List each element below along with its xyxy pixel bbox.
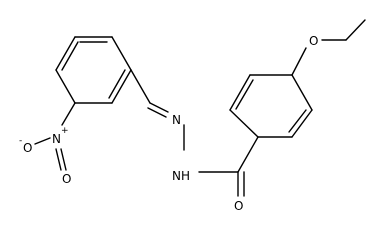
nitro-group <box>34 102 76 171</box>
bond <box>229 109 259 138</box>
nitrophenyl-ring <box>55 36 132 104</box>
charge-plus: + <box>61 126 69 136</box>
bond <box>55 36 76 71</box>
bond-inner <box>61 41 79 71</box>
atom-label-carbonyl-o: O <box>234 199 243 213</box>
atom-labels: O N + O - O N NH O <box>19 34 318 213</box>
atom-label-amide-nh: NH <box>172 169 190 183</box>
ethoxyphenyl-ring <box>229 74 313 138</box>
bond <box>111 36 132 71</box>
bond <box>61 102 76 126</box>
bond <box>291 109 313 138</box>
bond <box>111 69 132 104</box>
hydrazone-linker <box>130 69 259 197</box>
bond-double <box>60 148 67 171</box>
bond-double <box>149 102 169 113</box>
charge-minus: - <box>19 136 22 146</box>
bond <box>291 47 307 76</box>
bond-inner <box>235 79 254 110</box>
bond <box>130 69 151 104</box>
bond <box>291 74 313 111</box>
bond <box>345 19 366 41</box>
ethoxy-group <box>291 19 366 76</box>
bond <box>55 69 76 104</box>
bond <box>229 74 251 111</box>
bond-double <box>147 107 167 118</box>
bond <box>237 136 259 173</box>
atom-label-hydrazone-n: N <box>172 113 181 127</box>
bond <box>34 137 51 145</box>
bond-double <box>55 148 62 171</box>
molecule-drawing: O N + O - O N NH O <box>19 19 366 213</box>
atom-label-ethoxy-o: O <box>309 34 318 48</box>
bond-inner <box>288 109 307 133</box>
atom-label-nitro-o-minus: O <box>23 141 32 155</box>
bond-inner <box>108 69 126 99</box>
molecule-canvas: O N + O - O N NH O <box>19 19 366 213</box>
atom-label-nitro-n: N <box>52 132 61 146</box>
atom-label-nitro-o-double: O <box>62 172 71 186</box>
